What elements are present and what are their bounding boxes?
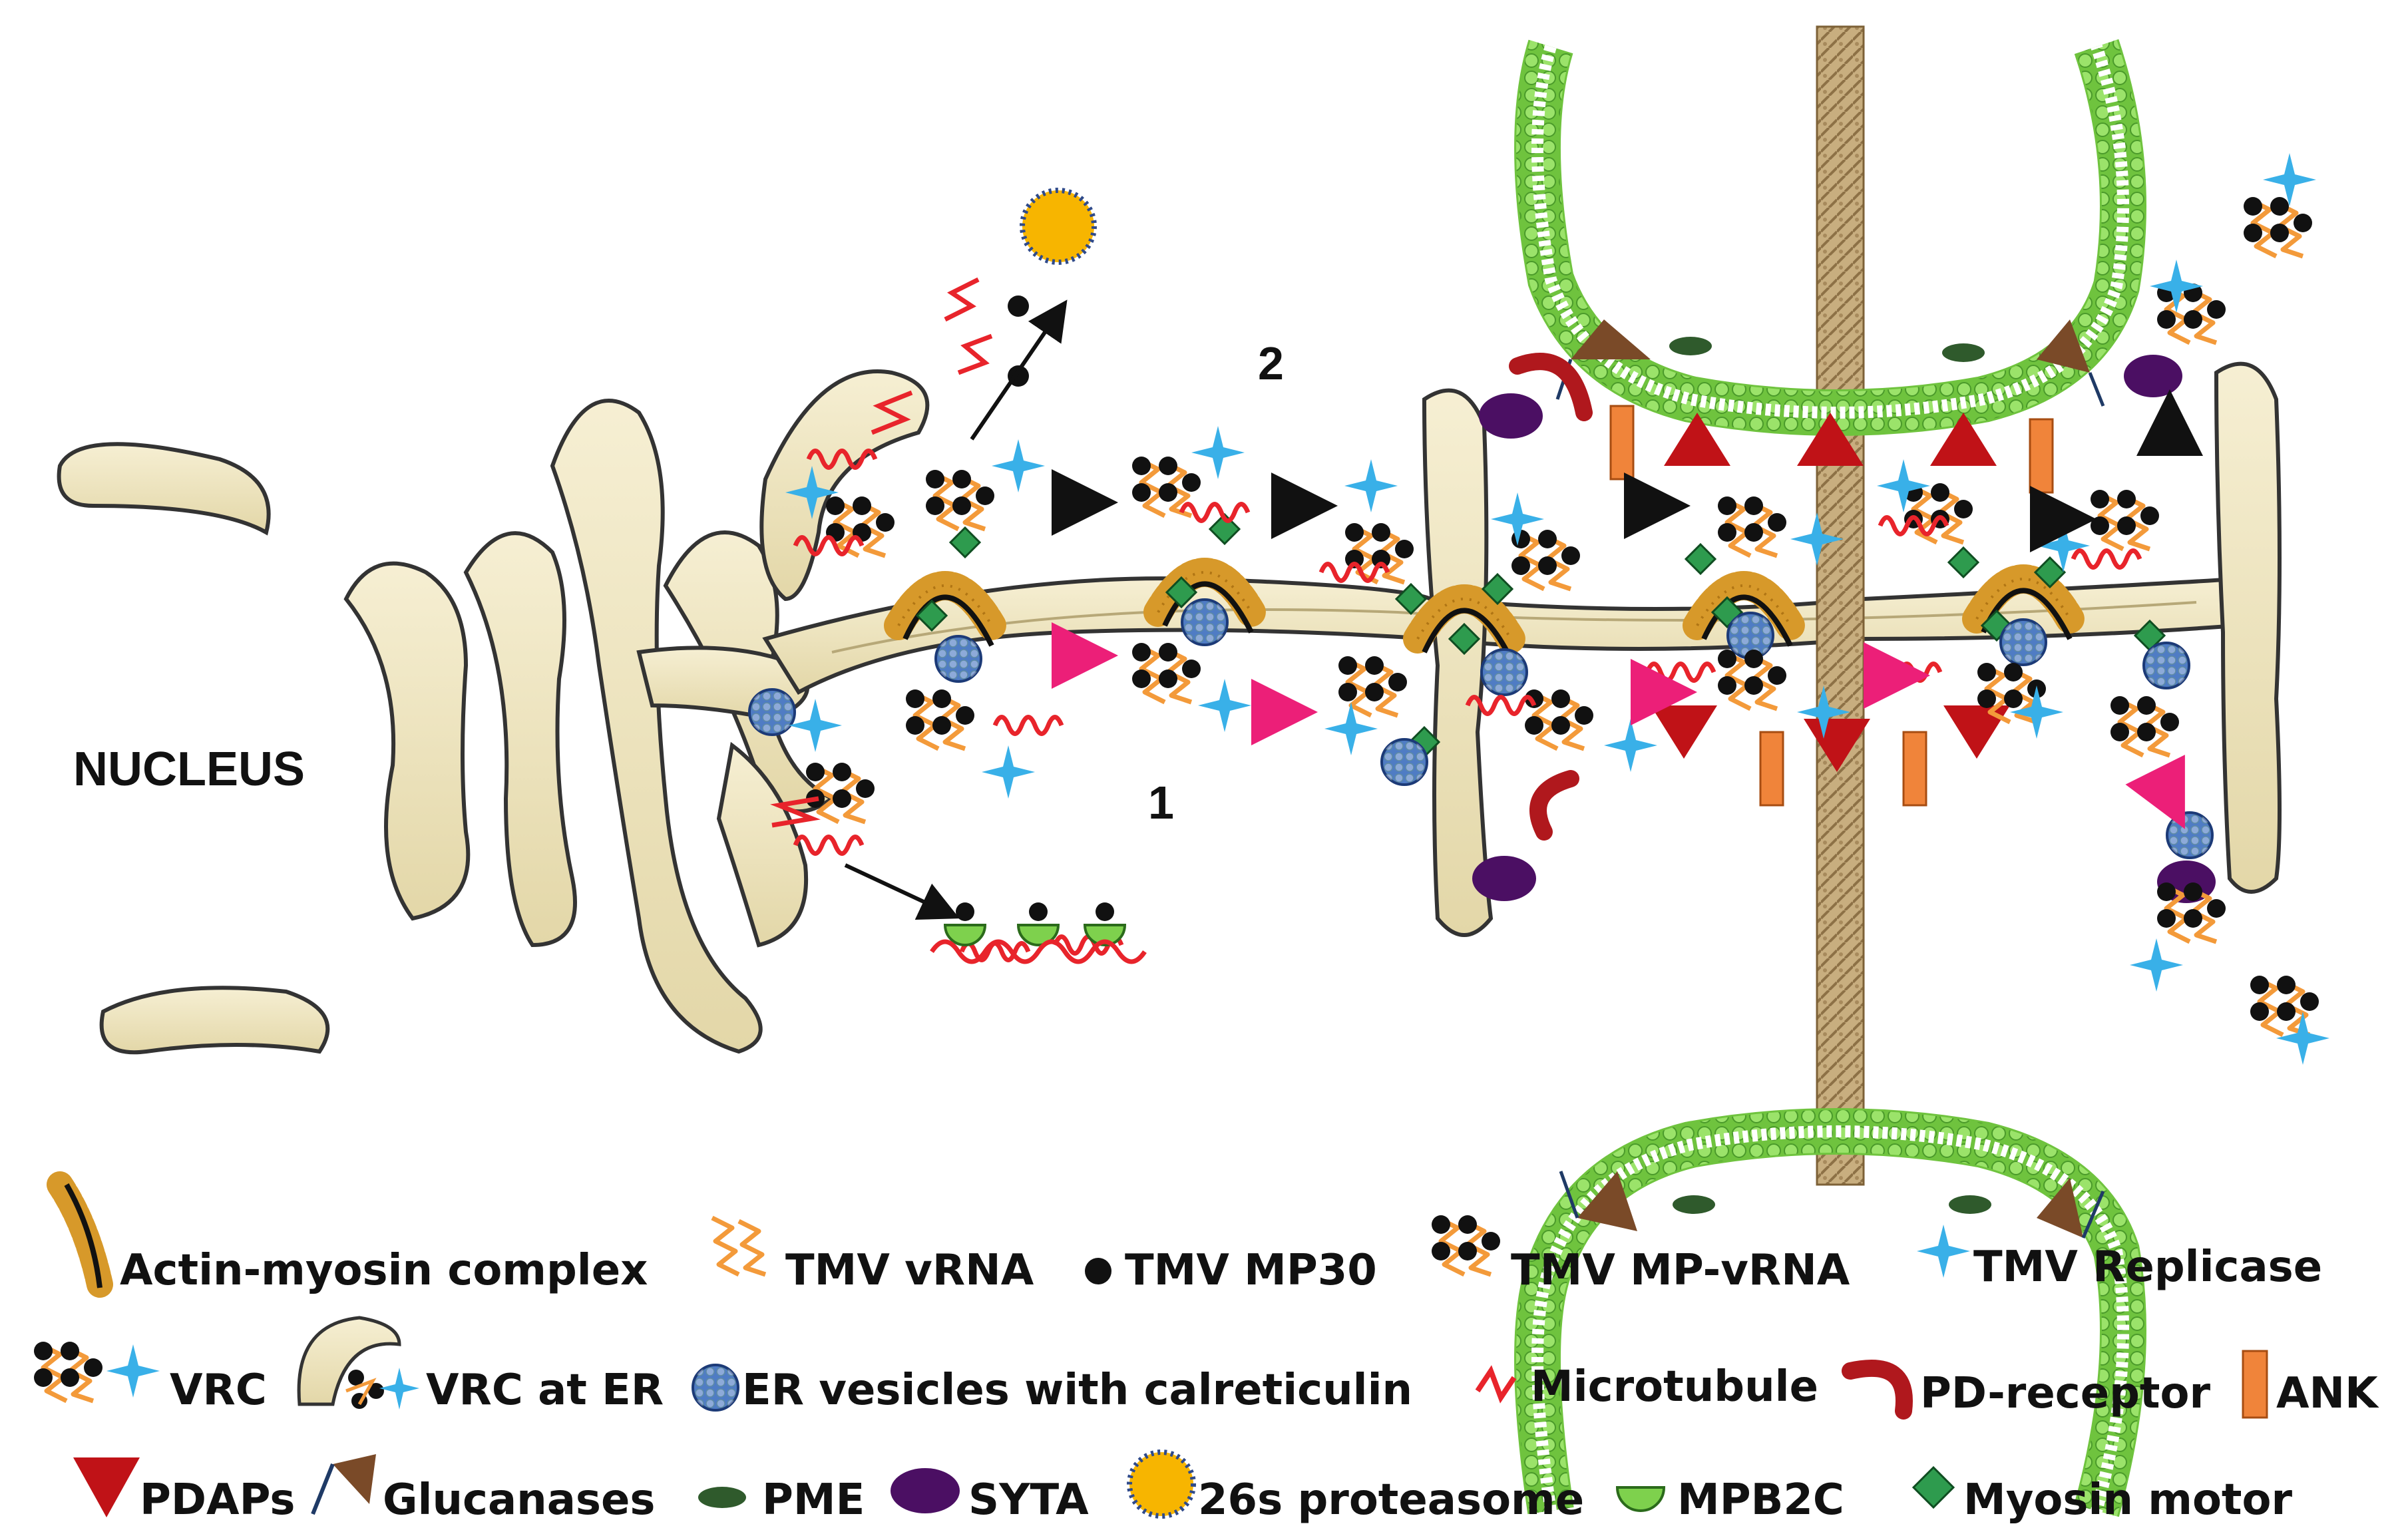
- legend-label-tmv-replicase: TMV Replicase: [1973, 1243, 2322, 1292]
- degradation-branch: [944, 188, 1097, 441]
- legend-item-pd-receptor: PD-receptor: [1842, 1360, 2210, 1420]
- legend-item-glucanases: Glucanases: [311, 1454, 656, 1525]
- replicase-star-icon: [1917, 1225, 1970, 1278]
- proteasome-icon: [1127, 1449, 1196, 1519]
- legend-label-pme: PME: [762, 1475, 865, 1525]
- legend-item-tmv-vrna: TMV vRNA: [712, 1218, 1034, 1295]
- legend-item-vrc-at-er: VRC at ER: [297, 1316, 664, 1415]
- ank-icon: [2242, 1350, 2268, 1419]
- legend-label-ank: ANK: [2276, 1369, 2379, 1418]
- mp30-dot-icon: [1085, 1258, 1111, 1284]
- legend-item-myosin-motor: Myosin motor: [1911, 1465, 2292, 1525]
- legend-label-myosin-motor: Myosin motor: [1963, 1475, 2292, 1525]
- legend-item-mpb2c: MPB2C: [1615, 1475, 1844, 1525]
- nucleus-envelope: [57, 369, 930, 1055]
- legend-label-mpb2c: MPB2C: [1677, 1475, 1844, 1525]
- pathway-2-label: 2: [1258, 337, 1284, 389]
- proteasome-icon: [1020, 188, 1097, 265]
- vrna-icon: [712, 1218, 765, 1274]
- pme-ellipses: [1669, 337, 1991, 1214]
- legend-item-vrc: VRC: [34, 1342, 267, 1415]
- pdap-triangles-upper: [1664, 413, 1997, 466]
- mp-vrna-icon: [1432, 1215, 1500, 1274]
- plasma-membrane-upper: [1514, 39, 2146, 436]
- legend-item-pme: PME: [698, 1475, 865, 1525]
- pdap-triangle-icon: [73, 1457, 140, 1517]
- legend-label-pd-receptor: PD-receptor: [1920, 1369, 2210, 1418]
- cell-wall: [1816, 25, 1865, 1186]
- pd-receptor-icon: [1842, 1360, 1913, 1420]
- desmotubule-left: [1422, 388, 1494, 937]
- vrc-icon: [34, 1342, 160, 1401]
- legend-item-tmv-mp30: TMV MP30: [1085, 1246, 1377, 1295]
- legend-label-microtubule: Microtubule: [1531, 1362, 1818, 1412]
- legend-label-pdaps: PDAPs: [140, 1475, 295, 1525]
- myosin-diamond-icon: [1911, 1465, 1955, 1509]
- legend-item-pdaps: PDAPs: [73, 1457, 295, 1525]
- pink-direction-arrows: [1052, 622, 2185, 829]
- legend-label-tmv-mp-vrna: TMV MP-vRNA: [1511, 1246, 1850, 1295]
- legend-label-vrc: VRC: [170, 1366, 267, 1415]
- desmotubule-right: [2214, 361, 2282, 894]
- black-direction-arrows: [1052, 389, 2203, 552]
- pathway-1-label: 1: [1148, 777, 1174, 829]
- legend-item-er-vesicles: ER vesicles with calreticulin: [692, 1364, 1412, 1415]
- legend-label-glucanases: Glucanases: [383, 1475, 656, 1525]
- legend-item-proteasome: 26s proteasome: [1127, 1449, 1584, 1525]
- legend-item-ank: ANK: [2242, 1350, 2379, 1419]
- legend: Actin-myosin complex TMV vRNA TMV MP30 T…: [34, 1171, 2379, 1525]
- legend-label-vrc-at-er: VRC at ER: [426, 1366, 664, 1415]
- legend-item-tmv-mp-vrna: TMV MP-vRNA: [1432, 1215, 1850, 1295]
- pd-receptors: [1509, 353, 1593, 841]
- pme-ellipse-icon: [698, 1487, 746, 1508]
- microtubules: [770, 390, 2140, 960]
- plasma-membrane-lower: [1514, 1108, 2146, 1517]
- nucleus-label: NUCLEUS: [73, 743, 305, 796]
- actin-myosin-icon: [47, 1171, 113, 1298]
- legend-label-actin-myosin: Actin-myosin complex: [120, 1246, 648, 1295]
- legend-label-proteasome: 26s proteasome: [1198, 1475, 1584, 1525]
- glucanase-flags: [1555, 319, 2105, 1239]
- microtubule-icon: [1475, 1365, 1517, 1404]
- legend-label-tmv-vrna: TMV vRNA: [785, 1246, 1034, 1295]
- vrc-er-icon: [297, 1316, 419, 1410]
- legend-item-microtubule: Microtubule: [1475, 1362, 1818, 1412]
- syta-icon: [891, 1468, 960, 1513]
- legend-label-er-vesicles: ER vesicles with calreticulin: [742, 1366, 1412, 1415]
- er-vesicle-icon: [692, 1364, 739, 1412]
- mpb2c-branch: [844, 863, 1147, 964]
- legend-label-tmv-mp30: TMV MP30: [1125, 1246, 1377, 1295]
- legend-item-syta: SYTA: [891, 1468, 1089, 1525]
- ank-bars: [1609, 405, 2054, 807]
- mpb2c-icon: [1615, 1486, 1666, 1512]
- legend-item-tmv-replicase: TMV Replicase: [1917, 1225, 2322, 1292]
- legend-item-actin-myosin: Actin-myosin complex: [47, 1171, 648, 1298]
- glucanase-icon: [311, 1454, 376, 1515]
- legend-label-syta: SYTA: [968, 1475, 1089, 1525]
